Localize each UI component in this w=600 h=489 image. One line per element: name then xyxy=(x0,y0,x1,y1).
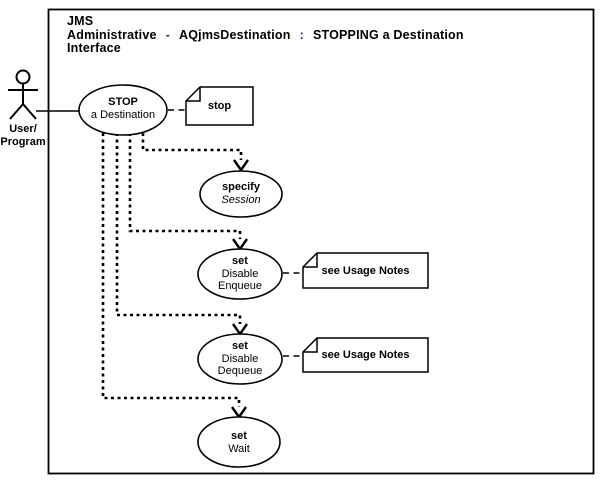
note-enqueue-usage-shape xyxy=(302,252,429,289)
title-class-name: AQjmsDestination xyxy=(179,27,291,42)
usecase-stop-line2: a Destination xyxy=(90,108,156,121)
usecase-specify-line1: specify xyxy=(222,181,260,193)
usecase-specify-session-ellipse xyxy=(199,170,283,218)
note-stop-label: stop xyxy=(207,100,232,112)
arrowhead-specify-session xyxy=(233,159,249,171)
usecase-set-wait-ellipse xyxy=(197,416,281,468)
usecase-specify-line2: Session xyxy=(221,193,261,206)
title-line-main: Administrative - AQjmsDestination : STOP… xyxy=(67,27,464,43)
actor-left-leg xyxy=(9,103,24,120)
note-stop-fold-icon xyxy=(186,87,201,102)
usecase-stop-destination-label: STOP a Destination xyxy=(91,96,155,121)
note-stop-shape xyxy=(185,86,254,126)
flow-stop-to-set-wait xyxy=(101,133,241,407)
note-enqueue-usage-label: see Usage Notes xyxy=(321,265,410,277)
usecase-stop-destination-ellipse xyxy=(78,84,168,136)
title-line-jms: JMS xyxy=(67,14,94,28)
usecase-wait-line1: set xyxy=(231,430,247,442)
usecase-set-disable-enqueue-ellipse xyxy=(197,248,283,300)
usecase-dequeue-line1: set xyxy=(232,340,248,352)
usecase-enqueue-line3: Enqueue xyxy=(217,280,263,292)
usecase-specify-session-label: specify Session xyxy=(221,181,260,206)
usecase-set-wait-label: set Wait xyxy=(228,430,250,455)
usecase-set-disable-enqueue-label: set Disable Enqueue xyxy=(218,255,262,293)
flow-stop-to-set-disable-dequeue xyxy=(115,133,242,324)
usecase-stop-line1: STOP xyxy=(108,96,138,108)
title-interface-word: Administrative xyxy=(67,27,157,42)
note-dequeue-usage-label: see Usage Notes xyxy=(321,349,410,361)
note-enqueue-usage-fold-icon xyxy=(303,253,318,268)
note-dequeue-usage-fold-icon xyxy=(303,338,318,353)
title-dash-separator: - xyxy=(165,27,171,42)
actor-label-line2: Program xyxy=(0,135,46,148)
diagram-title: JMS Administrative - AQjmsDestination : … xyxy=(67,14,464,56)
usecase-set-disable-dequeue-label: set Disable Dequeue xyxy=(218,340,263,378)
actor-label: User/ Program xyxy=(0,123,45,148)
arrowhead-set-disable-dequeue xyxy=(232,323,248,335)
actor-right-leg xyxy=(22,103,37,120)
actor-user-program-icon xyxy=(8,69,38,120)
usecase-wait-line2: Wait xyxy=(228,442,250,455)
usecase-enqueue-line2: Disable xyxy=(221,267,259,280)
usecase-dequeue-line2: Disable xyxy=(221,352,259,365)
note-dequeue-usage-shape xyxy=(302,337,429,373)
actor-label-line1: User/ xyxy=(9,123,37,135)
diagram-frame xyxy=(47,8,595,475)
title-colon-separator: : xyxy=(299,27,304,42)
title-operation-name: STOPPING a Destination xyxy=(312,27,464,42)
arrowhead-set-disable-enqueue xyxy=(232,238,248,250)
title-line-interface: Interface xyxy=(67,41,121,55)
actor-head xyxy=(15,69,31,85)
usecase-enqueue-line1: set xyxy=(232,255,248,267)
arrowhead-set-wait xyxy=(231,406,247,418)
usecase-set-disable-dequeue-ellipse xyxy=(197,333,283,385)
usecase-dequeue-line3: Dequeue xyxy=(217,365,263,377)
flow-stop-to-specify-session xyxy=(141,133,243,160)
